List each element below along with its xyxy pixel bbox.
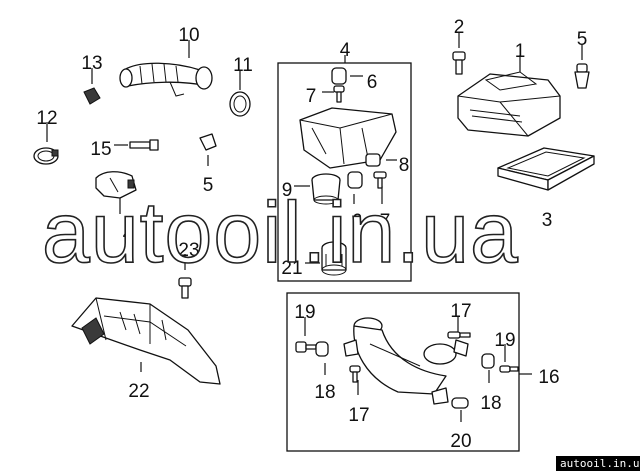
callout-c1: 1 [515, 41, 526, 62]
cushion-part-6-lower [347, 171, 363, 189]
callout-c4a: 4 [340, 40, 351, 61]
grommet-part-18-left [315, 341, 329, 357]
grommet-part-5-lower [199, 133, 217, 151]
o-ring-part-11 [229, 91, 251, 117]
callout-c9: 9 [282, 180, 293, 201]
bolt-part-7-upper [333, 85, 345, 103]
callout-c18a: 18 [314, 382, 335, 403]
tube-part-21 [321, 241, 347, 276]
callout-c15: 15 [90, 139, 111, 160]
callout-c6b: 6 [352, 211, 363, 232]
callout-c6a: 6 [367, 72, 378, 93]
intake-duct-group-frame [286, 292, 520, 452]
hose-clamp-part-12 [33, 147, 59, 165]
bolt-part-23 [178, 277, 192, 299]
cushion-part-6-upper [331, 67, 347, 85]
bolt-part-17-upper [447, 331, 471, 339]
watermark-badge-text: autooil.in.ua [560, 457, 640, 470]
callout-c19a: 19 [294, 302, 315, 323]
callout-c5a: 5 [577, 29, 588, 50]
grommet-part-20 [451, 397, 469, 409]
callout-c17b: 17 [348, 405, 369, 426]
callout-labels: 1234455667789101112131516171718181919202… [36, 17, 587, 452]
collar-part-8 [365, 153, 381, 167]
bolt-part-17-lower [349, 365, 361, 383]
air-cleaner-housing [457, 71, 561, 137]
bolt-part-19-right [499, 365, 519, 373]
air-filter-element [497, 147, 595, 191]
watermark-badge-bg [556, 456, 640, 471]
callout-c17a: 17 [450, 301, 471, 322]
callout-c2: 2 [454, 17, 465, 38]
rubber-boot-part-9 [311, 173, 341, 205]
callout-c10: 10 [178, 25, 199, 46]
grommet-part-5-upper [574, 63, 590, 89]
callout-c20: 20 [450, 431, 471, 452]
grommet-part-18-right [481, 353, 495, 369]
intake-cover-part-22 [71, 297, 221, 385]
intake-hose [119, 62, 213, 97]
bolt-part-19-left [295, 341, 317, 353]
leader-lines [46, 32, 583, 422]
callout-c16: 16 [538, 367, 559, 388]
callout-c5b: 5 [203, 175, 214, 196]
intake-duct-part-16 [343, 317, 469, 405]
callout-c11: 11 [233, 55, 253, 76]
callout-c7b: 7 [380, 211, 391, 232]
watermark-text: autooil.in.ua [42, 185, 519, 281]
clip-part-13 [83, 87, 101, 105]
bolt-part-7-lower [373, 171, 387, 189]
callout-c13: 13 [81, 53, 102, 74]
callout-c19b: 19 [494, 330, 515, 351]
callout-c7a: 7 [306, 86, 317, 107]
bracket-part-4 [95, 171, 137, 199]
callout-c8: 8 [399, 155, 410, 176]
callout-c22: 22 [128, 381, 149, 402]
bolt-part-2 [452, 51, 466, 75]
stud-part-15 [129, 139, 159, 151]
callout-c21: 21 [281, 258, 302, 279]
callout-c3: 3 [542, 210, 553, 231]
callout-c18b: 18 [480, 393, 501, 414]
resonator-chamber [299, 107, 397, 169]
callout-c4b: 4 [123, 224, 134, 245]
callout-c23: 23 [178, 240, 199, 261]
callout-c12: 12 [36, 108, 57, 129]
